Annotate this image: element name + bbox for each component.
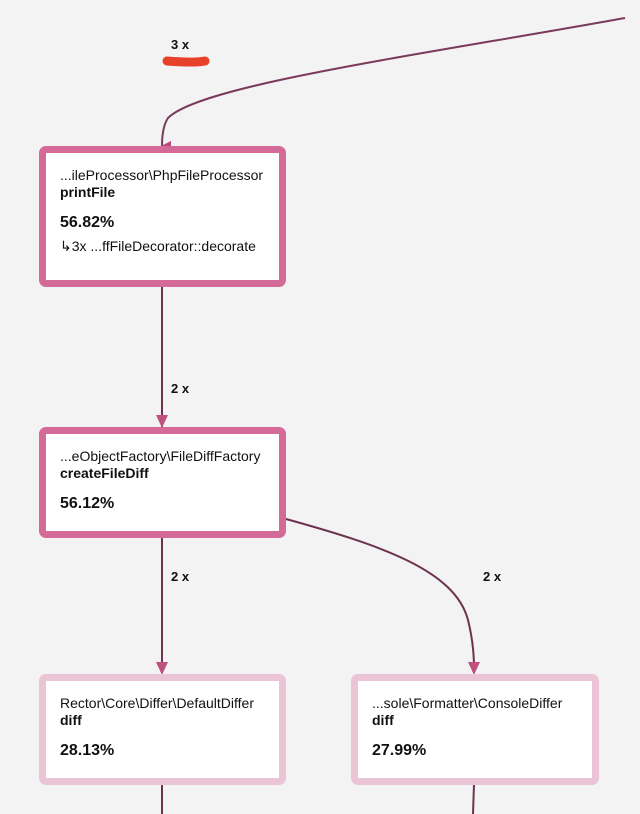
node-function: createFileDiff [60,465,149,481]
node-function: printFile [60,184,116,200]
edge-print-to-create-arrow [156,415,168,428]
node-default-differ[interactable]: Rector\Core\Differ\DefaultDiffer diff 28… [39,674,286,785]
node-function: diff [60,712,82,728]
node-namespace: ...sole\Formatter\ConsoleDiffer [372,695,563,711]
node-print-file[interactable]: ...ileProcessor\PhpFileProcessor printFi… [39,146,286,287]
node-percent: 56.82% [60,214,115,231]
highlight-mark [162,56,210,67]
node-percent: 56.12% [60,495,115,512]
edge-console-out [472,783,475,814]
edge-label-create-to-console: 2 x [483,569,502,584]
node-namespace: ...eObjectFactory\FileDiffFactory [60,448,261,464]
node-function: diff [372,712,394,728]
node-percent: 27.99% [372,742,427,759]
edge-create-to-console [285,518,475,669]
edge-label-print-to-create: 2 x [171,381,190,396]
node-callee: ↳3x ...ffFileDecorator::decorate [60,238,256,254]
node-percent: 28.13% [60,742,115,759]
edge-label-create-to-default: 2 x [171,569,190,584]
node-namespace: Rector\Core\Differ\DefaultDiffer [60,695,254,711]
node-console-differ[interactable]: ...sole\Formatter\ConsoleDiffer diff 27.… [351,674,599,785]
edge-create-to-default-arrow [156,662,168,675]
edge-incoming-to-print-file [161,17,626,152]
edge-label-incoming: 3 x [171,37,190,52]
node-namespace: ...ileProcessor\PhpFileProcessor [60,167,264,183]
node-create-file-diff[interactable]: ...eObjectFactory\FileDiffFactory create… [39,427,286,538]
edge-create-to-console-arrow [468,662,480,675]
